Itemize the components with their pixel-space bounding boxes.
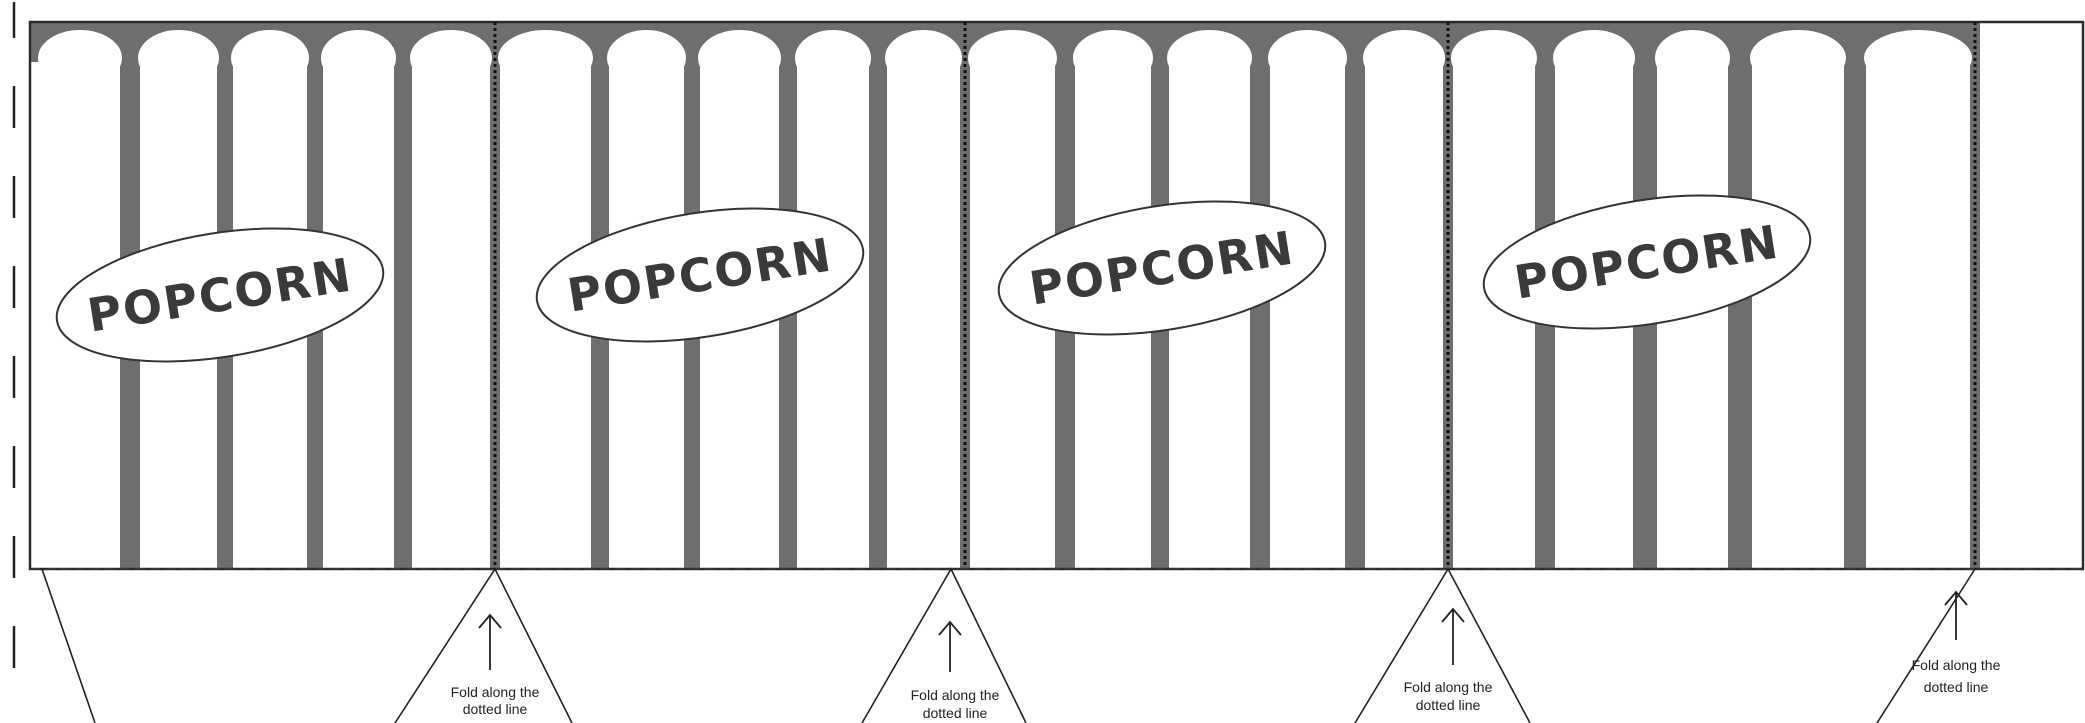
stripe <box>394 22 412 569</box>
label-3: POPCORN <box>997 200 1327 336</box>
glue-flap <box>1975 24 2083 569</box>
label-ellipse <box>997 200 1327 336</box>
label-ellipse <box>55 227 385 363</box>
scallop <box>1864 30 1972 568</box>
label-1: POPCORN <box>55 227 385 363</box>
stripe <box>1844 22 1866 569</box>
fold-text-2a: Fold along the <box>911 687 1000 703</box>
scallop <box>795 30 871 568</box>
scallop <box>1363 30 1445 568</box>
fold-text-3a: Fold along the <box>1404 679 1493 695</box>
fold-text-1a: Fold along the <box>451 684 540 700</box>
fold-text-4a: Fold along the <box>1912 657 2001 673</box>
stripe <box>1970 22 1980 569</box>
fold-arrow-icon <box>478 613 502 670</box>
scallop <box>1750 30 1846 568</box>
label-ellipse <box>1482 194 1812 330</box>
fold-arrow-icon <box>938 620 962 672</box>
fold-text-3b: dotted line <box>1416 697 1481 713</box>
stripe <box>490 22 500 569</box>
panel-fold-lines <box>493 22 1977 569</box>
fold-text-2b: dotted line <box>923 705 988 721</box>
bottom-flaps <box>41 567 1976 723</box>
label-2: POPCORN <box>535 207 865 343</box>
fold-arrow-icon <box>1944 590 1968 640</box>
scallop <box>410 30 492 568</box>
scallop <box>1268 30 1347 568</box>
stripe <box>1345 22 1365 569</box>
stripe <box>960 22 970 569</box>
fold-arrows <box>478 590 1968 672</box>
label-4: POPCORN <box>1482 194 1812 330</box>
fold-text-4b: dotted line <box>1924 679 1989 695</box>
stripe <box>1443 22 1453 569</box>
scallop <box>1451 30 1537 568</box>
fold-text-1b: dotted line <box>463 701 528 717</box>
scallop <box>885 30 962 568</box>
stripe <box>869 22 887 569</box>
fold-instructions: Fold along the dotted line Fold along th… <box>451 657 2001 721</box>
label-ellipse <box>535 207 865 343</box>
fold-arrow-icon <box>1441 607 1465 665</box>
